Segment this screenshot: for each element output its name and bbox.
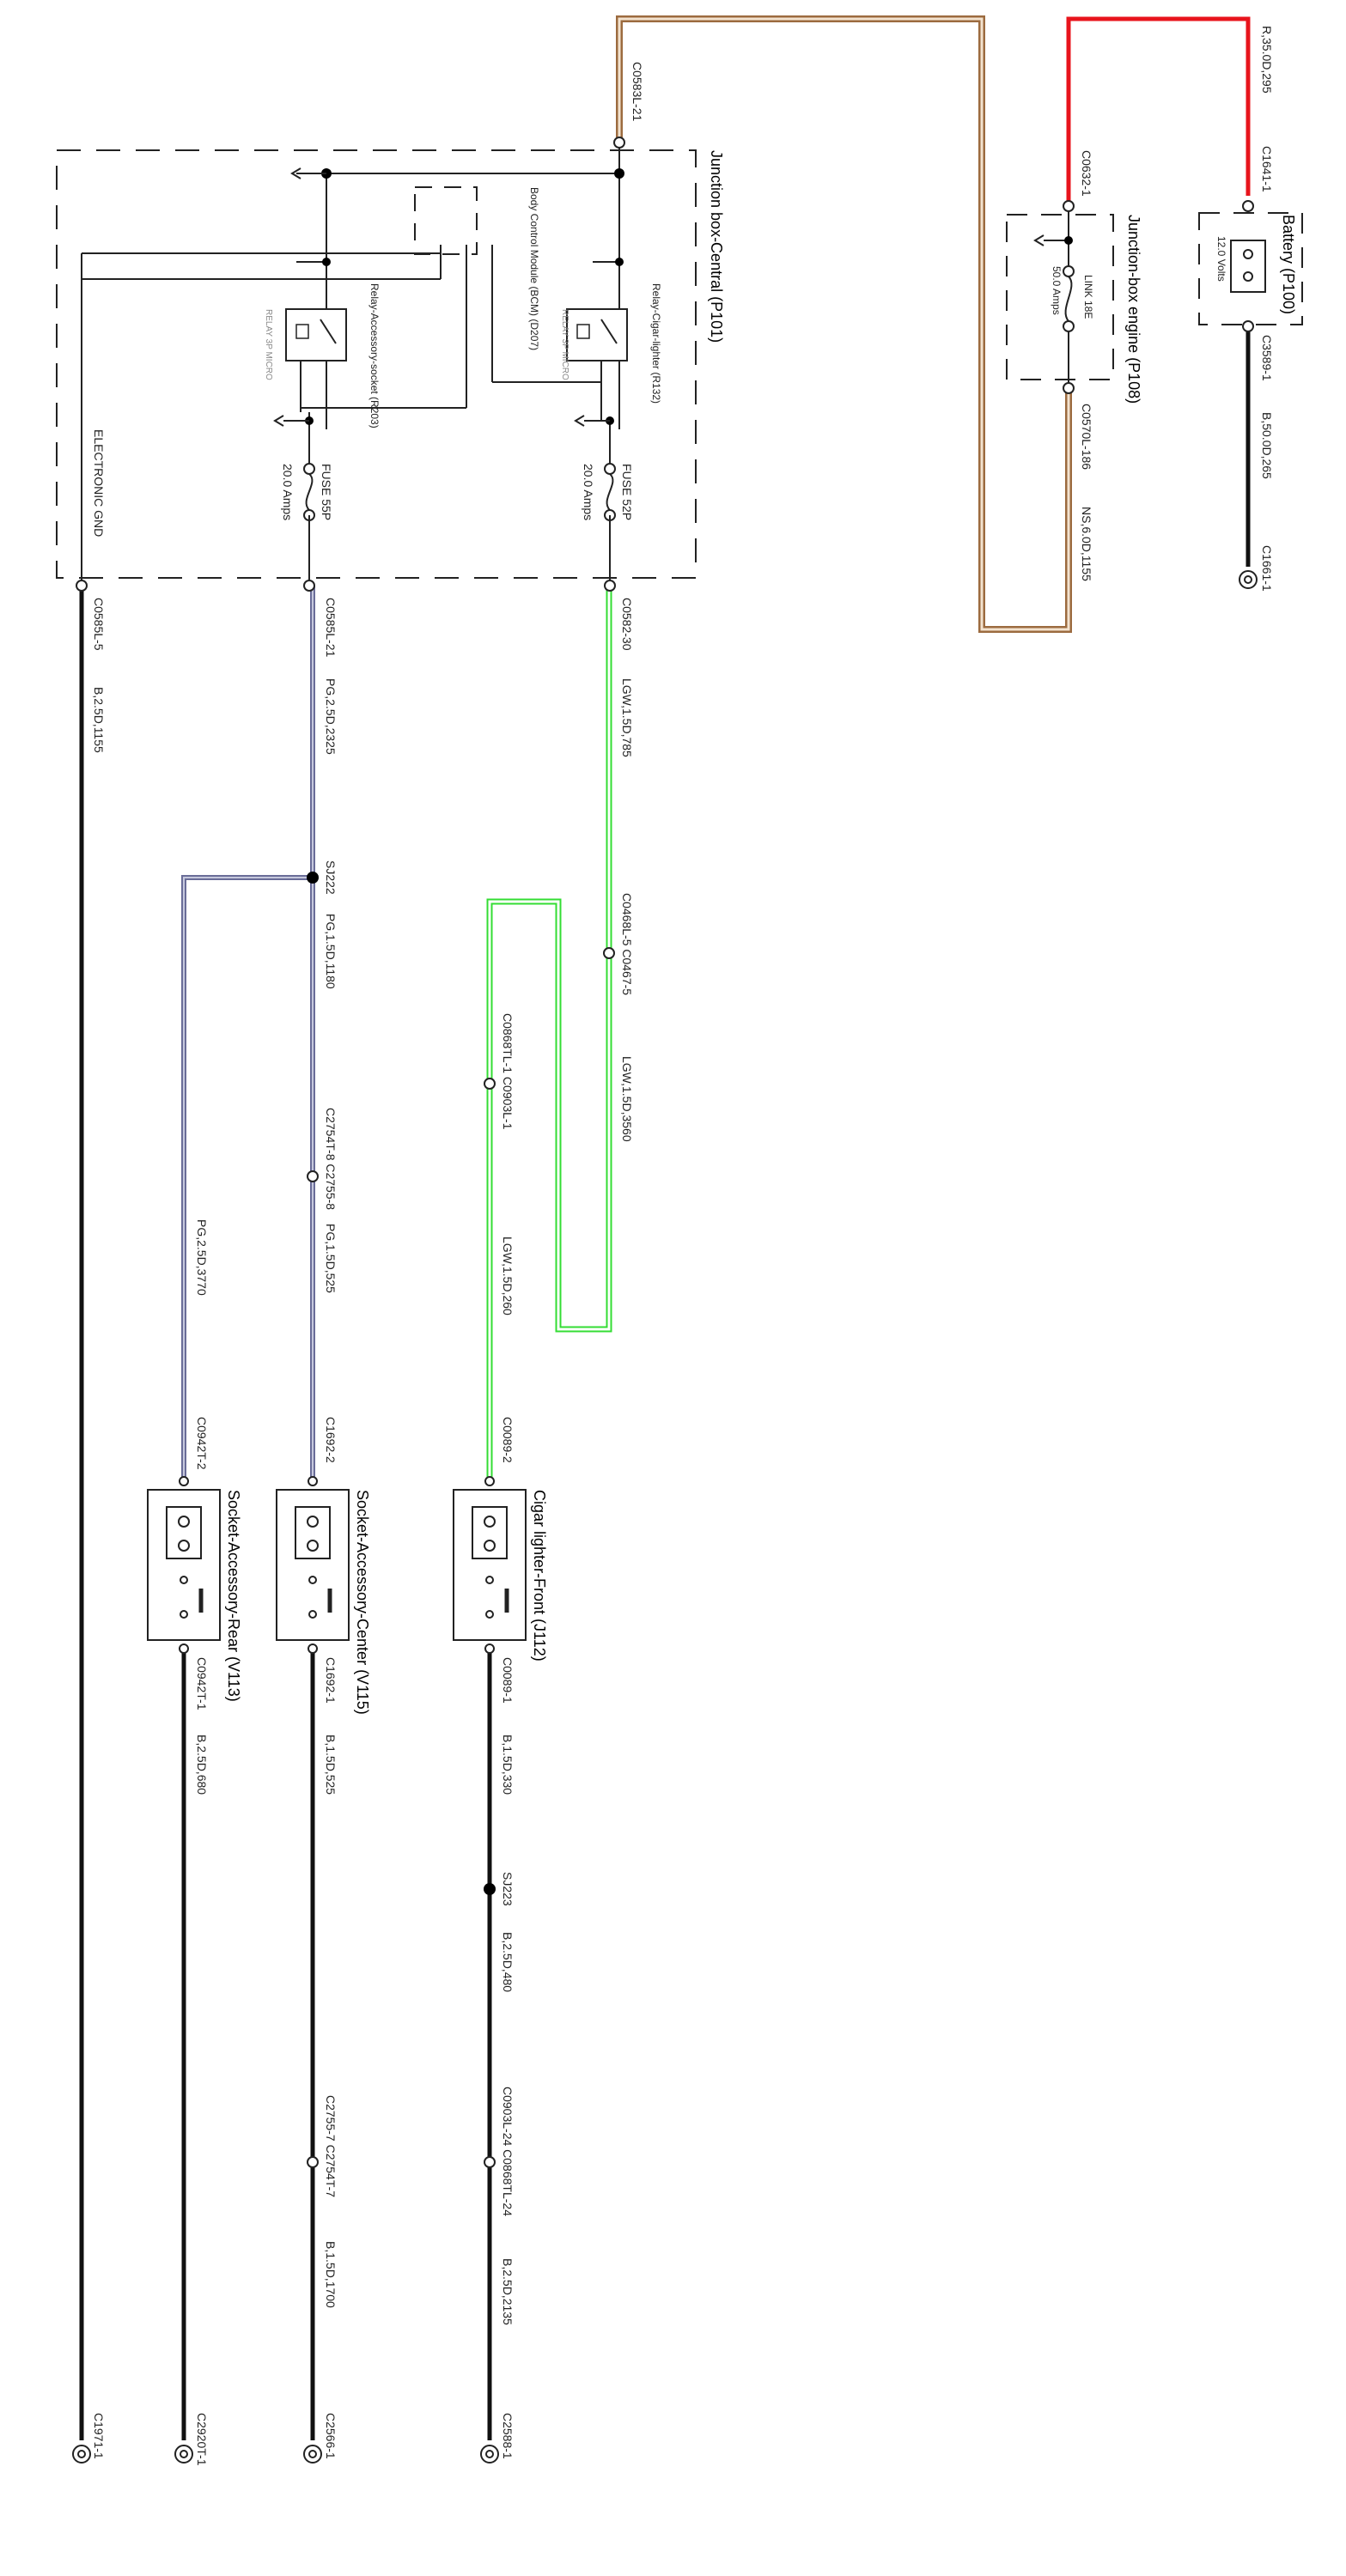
wire-brown-ns <box>616 15 1072 633</box>
battery-voltage: 12.0 Volts <box>1215 236 1227 282</box>
label-c0585l-5: C0585L-5 <box>92 598 106 651</box>
bcm-label: Body Control Module (BCM) (D207) <box>528 187 540 350</box>
relay-cigar-type: RELAY 3P MICRO <box>560 309 569 380</box>
label-c1661-1: C1661-1 <box>1260 545 1274 592</box>
ground-terminals <box>72 570 1258 2464</box>
junction-box-central-outline <box>56 149 697 579</box>
label-c0942t-2: C0942T-2 <box>195 1417 209 1470</box>
label-b-25-1155: B,2.5D,1155 <box>92 687 106 753</box>
label-c0868tl-1: C0868TL-1 C0903L-1 <box>501 1013 515 1130</box>
label-c0582-30: C0582-30 <box>620 598 634 651</box>
label-c2754t-8: C2754T-8 C2755-8 <box>324 1108 338 1210</box>
label-b-25-480: B,2.5D,480 <box>501 1932 515 1992</box>
label-lgw-15-260: LGW,1.5D,260 <box>501 1236 515 1315</box>
battery-symbol <box>1230 240 1266 293</box>
jb-central-title: Junction box-Central (P101) <box>708 150 725 343</box>
label-c0468l-5: C0468L-5 C0467-5 <box>620 893 634 995</box>
label-c1692-2: C1692-2 <box>324 1417 338 1463</box>
label-lgw-15-785: LGW,1.5D,785 <box>620 678 634 757</box>
label-b-50: B,50.0D,265 <box>1260 412 1274 479</box>
fuse-52p-name: FUSE 52P <box>620 464 634 520</box>
label-b-25-680: B,2.5D,680 <box>195 1735 209 1795</box>
label-c0903l-24: C0903L-24 C0868TL-24 <box>501 2087 515 2216</box>
label-b-15-1700: B,1.5D,1700 <box>324 2241 338 2308</box>
cigar-lighter-symbol <box>453 1489 527 1641</box>
wire-red-battery-feed <box>1066 16 1251 206</box>
label-c0632-1: C0632-1 <box>1080 150 1093 197</box>
label-c1692-1: C1692-1 <box>324 1657 338 1704</box>
splice-dots-jb <box>305 168 624 425</box>
label-ns-6: NS,6.0D,1155 <box>1080 507 1093 581</box>
label-sj223: SJ223 <box>501 1872 515 1906</box>
label-c1641-1: C1641-1 <box>1260 146 1274 192</box>
socket-center-title: Socket-Accessory-Center (V115) <box>354 1490 371 1715</box>
wire-lgw-cigar-feed <box>486 586 612 1481</box>
socket-center-symbol <box>276 1489 350 1641</box>
test-point-symbols <box>273 167 1069 427</box>
label-b-15-525: B,1.5D,525 <box>324 1735 338 1795</box>
label-pg-15-1180: PG,1.5D,1180 <box>324 914 338 989</box>
relay-cigar-lighter-symbol <box>566 308 628 361</box>
socket-rear-name: Socket-Accessory-Rear (V113) <box>225 1490 242 1702</box>
label-c2566-1: C2566-1 <box>324 2413 338 2459</box>
label-c2588-1: C2588-1 <box>501 2413 515 2459</box>
label-b-15-330: B,1.5D,330 <box>501 1735 515 1795</box>
electronic-gnd-label: ELECTRONIC GND <box>92 429 106 537</box>
fuse-55p-symbol <box>303 463 315 521</box>
jb-engine-title: Junction-box engine (P108) <box>1125 215 1142 404</box>
fuse-55p-amps: 20.0 Amps <box>281 464 295 520</box>
link-18e-symbol <box>1063 206 1075 388</box>
battery-outline <box>1198 212 1303 325</box>
socket-center-name: Socket-Accessory-Center (V115) <box>354 1490 371 1715</box>
label-c1971-1: C1971-1 <box>92 2413 106 2459</box>
cigar-lighter-title: Cigar lighter-Front (J112) <box>531 1490 548 1662</box>
socket-rear-title: Socket-Accessory-Rear (V113) <box>225 1490 242 1702</box>
label-c2755-7: C2755-7 C2754T-7 <box>324 2095 338 2197</box>
label-sj222: SJ222 <box>324 860 338 895</box>
jb-central-internal-wiring <box>81 137 620 586</box>
label-c0942t-1: C0942T-1 <box>195 1657 209 1710</box>
label-lgw-15-3560: LGW,1.5D,3560 <box>620 1056 634 1142</box>
relay-accessory-name: Relay-Accessory-socket (R203) <box>368 283 381 428</box>
junction-box-engine-outline <box>1006 214 1114 380</box>
splice-dot-link <box>1064 236 1073 245</box>
label-c3589-1: C3589-1 <box>1260 335 1274 381</box>
splice-sj222 <box>307 872 319 884</box>
link-amps: 50.0 Amps <box>1051 266 1063 315</box>
bcm-outline <box>414 186 478 255</box>
relay-accessory-socket-symbol <box>285 308 347 361</box>
relay-accessory-type: RELAY 3P MICRO <box>264 309 273 380</box>
label-c0089-1: C0089-1 <box>501 1657 515 1704</box>
fuse-52p-symbol <box>604 463 616 521</box>
connector-pins <box>76 137 1254 2168</box>
label-pg-25-2325: PG,2.5D,2325 <box>324 678 338 755</box>
label-b-25-2135: B,2.5D,2135 <box>501 2258 515 2325</box>
link-name: LINK 18E <box>1082 275 1094 319</box>
label-c0583l-21: C0583L-21 <box>630 62 644 121</box>
socket-rear-symbol <box>147 1489 221 1641</box>
bcm-name: Body Control Module (BCM) (D207) <box>528 187 540 350</box>
label-r-35: R,35.0D,295 <box>1260 26 1274 94</box>
label-pg-25-3770: PG,2.5D,3770 <box>195 1219 209 1296</box>
label-pg-15-525: PG,1.5D,525 <box>324 1224 338 1293</box>
label-c2920t-1: C2920T-1 <box>195 2413 209 2466</box>
label-c0570l-186: C0570L-186 <box>1080 404 1093 470</box>
battery-title: Battery (P100) <box>1280 215 1297 314</box>
label-c0585l-21: C0585L-21 <box>324 598 338 657</box>
wire-pg-socket-feed <box>181 586 315 1477</box>
label-c0089-2: C0089-2 <box>501 1417 515 1463</box>
fuse-55p-name: FUSE 55P <box>320 464 333 520</box>
splice-sj223 <box>484 1883 496 1895</box>
relay-cigar-name: Relay-Cigar-lighter (R132) <box>650 283 662 404</box>
fuse-52p-amps: 20.0 Amps <box>582 464 595 520</box>
